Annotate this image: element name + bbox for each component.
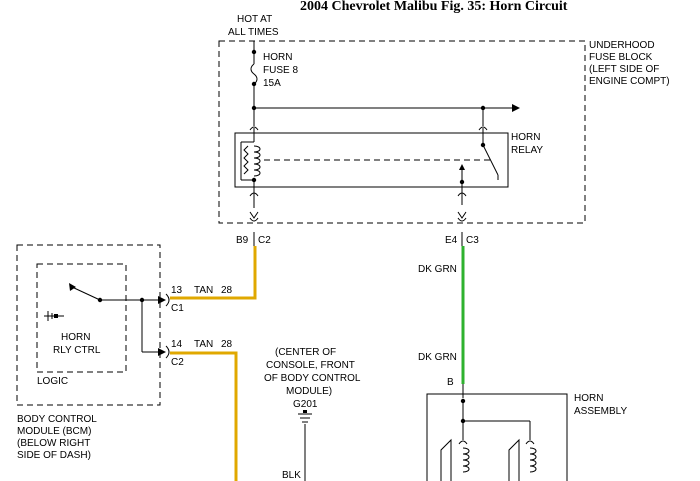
wire-gauge-2: 28 [221,339,233,350]
wire-tan-2: TAN [194,339,213,350]
wire-tan-1: TAN [194,285,213,296]
wire-blk: BLK [282,470,301,481]
connector-c1-label: C1 [171,303,184,314]
svg-text:BODY CONTROL: BODY CONTROL [17,414,97,425]
internal-ground-icon [44,311,64,321]
horn-relay-label: HORN RELAY [511,132,543,156]
horn-relay-box [234,132,509,188]
svg-text:15A: 15A [263,78,281,89]
wire-pin-13: 13 [171,285,183,296]
horn-internal-wiring [460,398,531,440]
connector-c2-top [249,211,259,222]
svg-text:SIDE OF DASH): SIDE OF DASH) [17,450,91,461]
horn-assembly-box [426,393,568,481]
wire-dk-grn-2: DK GRN [418,352,457,363]
svg-text:HORN: HORN [511,132,540,143]
wire-gauge-1: 28 [221,285,233,296]
svg-text:RLY CTRL: RLY CTRL [53,345,101,356]
svg-text:RELAY: RELAY [511,145,543,156]
connector-c3-label: C3 [466,235,479,246]
horn-fuse [250,41,258,108]
pin-b9: B9 [236,235,249,246]
logic-label: LOGIC [37,376,68,387]
tan-wire-pin-14 [170,351,238,481]
ground-g201-icon [298,410,312,481]
svg-text:CONSOLE, FRONT: CONSOLE, FRONT [266,360,355,371]
bcm-boundary [16,244,161,406]
logic-boundary [36,263,127,373]
svg-text:MODULE (BCM): MODULE (BCM) [17,426,91,437]
tan-wire-pin-13 [170,246,257,300]
svg-text:HORN: HORN [263,52,292,63]
svg-text:MODULE): MODULE) [286,386,332,397]
power-label-line-2: ALL TIMES [228,27,279,38]
svg-text:FUSE BLOCK: FUSE BLOCK [589,52,653,63]
fuse-block-label: UNDERHOOD FUSE BLOCK (LEFT SIDE OF ENGIN… [589,40,670,87]
connector-c2-bcm-label: C2 [171,357,184,368]
pin-e4: E4 [445,235,458,246]
svg-text:UNDERHOOD: UNDERHOOD [589,40,655,51]
svg-text:HORN: HORN [61,332,90,343]
svg-text:(LEFT SIDE OF: (LEFT SIDE OF [589,64,659,75]
horn-rly-ctrl-label: HORN RLY CTRL [53,332,101,356]
diagram-title: 2004 Chevrolet Malibu Fig. 35: Horn Circ… [300,0,568,14]
relay-switch [457,108,499,205]
underhood-fuse-block-boundary [218,40,586,224]
ground-id: G201 [293,399,318,410]
wire-dk-grn-1: DK GRN [418,264,457,275]
svg-text:HORN: HORN [574,393,603,404]
power-label-line-1: HOT AT [237,14,272,25]
svg-text:ASSEMBLY: ASSEMBLY [574,406,627,417]
ground-note: (CENTER OF CONSOLE, FRONT OF BODY CONTRO… [264,347,361,397]
connector-c2-top-label: C2 [258,235,271,246]
wire-pin-14: 14 [171,339,183,350]
bcm-label: BODY CONTROL MODULE (BCM) (BELOW RIGHT S… [17,414,97,461]
svg-text:(BELOW RIGHT: (BELOW RIGHT [17,438,90,449]
relay-coil [240,108,261,208]
connector-c3 [457,211,467,222]
power-bus [251,104,520,112]
fuse-label: HORN FUSE 8 15A [263,52,298,89]
svg-text:FUSE 8: FUSE 8 [263,65,298,76]
svg-text:(CENTER OF: (CENTER OF [275,347,336,358]
horn-assembly-label: HORN ASSEMBLY [574,393,627,417]
horn-connector-b: B [447,377,454,388]
svg-text:ENGINE COMPT): ENGINE COMPT) [589,76,670,87]
horn-left-icon [440,438,470,481]
horn-relay-control-switch [69,283,170,359]
svg-text:OF BODY CONTROL: OF BODY CONTROL [264,373,361,384]
horn-right-icon [508,438,537,481]
